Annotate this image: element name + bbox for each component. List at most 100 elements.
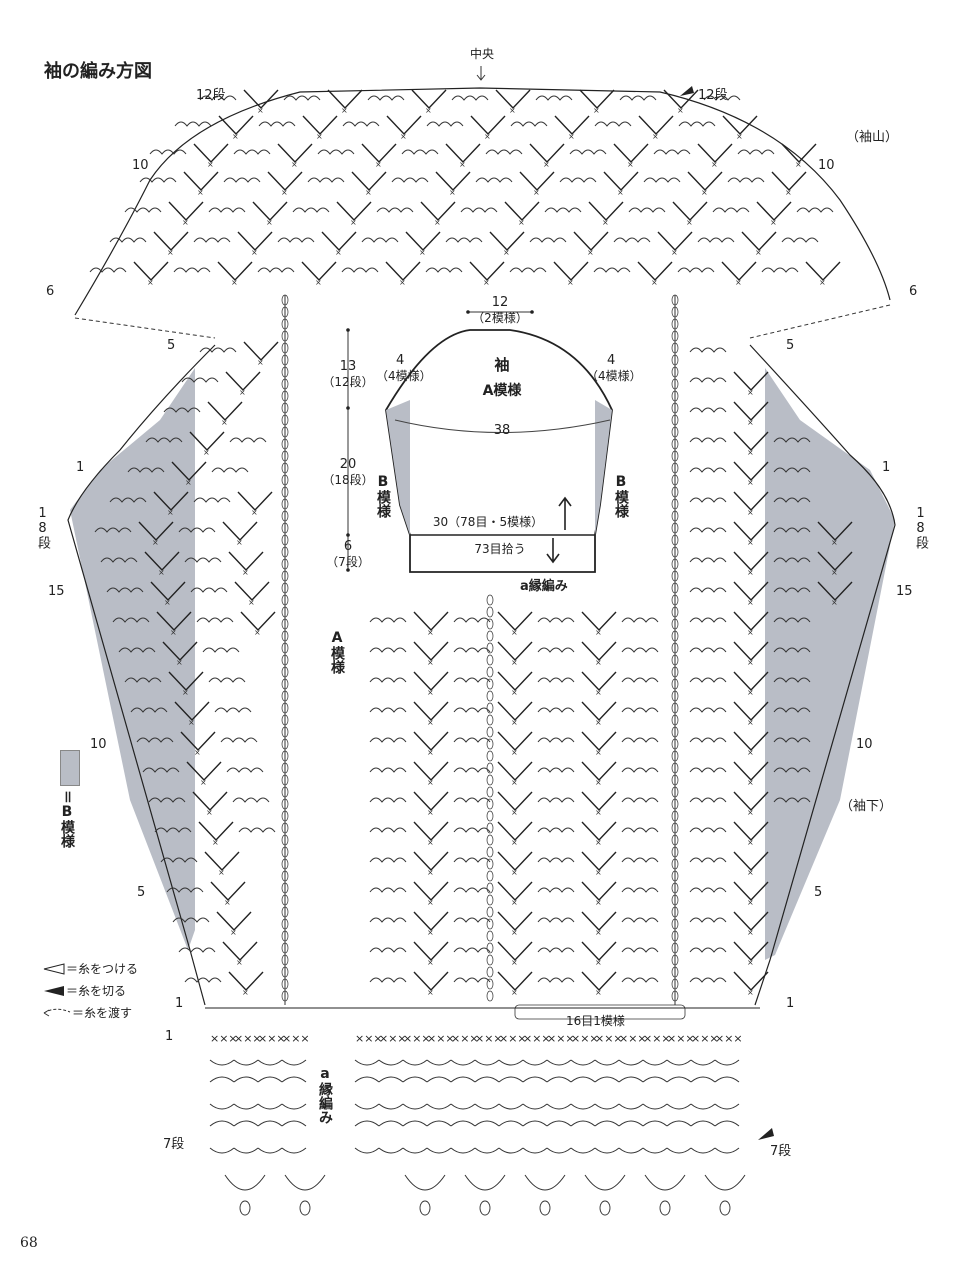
schem-cuff-width: 30（78目・5模様） xyxy=(432,515,544,529)
picot-scallop xyxy=(404,1174,446,1216)
svg-text:×: × xyxy=(595,838,602,847)
svg-text:×××: ××× xyxy=(571,1032,599,1045)
svg-text:×: × xyxy=(399,278,406,287)
svg-text:×: × xyxy=(203,448,210,457)
center-row-19: ××× xyxy=(369,911,659,937)
schem-b-left: B模様 xyxy=(375,474,391,518)
svg-text:×: × xyxy=(197,188,204,197)
schem-h3-sub: （7段） xyxy=(326,555,370,569)
svg-text:×: × xyxy=(251,248,258,257)
svg-text:×: × xyxy=(511,838,518,847)
cut-symbol-icon xyxy=(44,986,64,996)
picot-scallop xyxy=(224,1174,266,1216)
left-row-5: ×× xyxy=(109,491,273,517)
right-row-1: × xyxy=(689,371,769,397)
left-row-5b: 5 xyxy=(137,885,146,900)
schem-side-right-sub: （4模様） xyxy=(586,369,642,383)
svg-text:×: × xyxy=(266,218,273,227)
svg-text:×: × xyxy=(212,838,219,847)
schematic-38-arc xyxy=(394,419,611,433)
svg-text:×: × xyxy=(747,388,754,397)
left-row-17: × xyxy=(160,851,240,877)
right-row-18: 18段 xyxy=(913,506,928,549)
schem-h2-sub: （18段） xyxy=(322,473,374,487)
left-row-10a: 10 xyxy=(132,158,149,173)
svg-text:×: × xyxy=(232,132,239,141)
svg-text:×: × xyxy=(567,278,574,287)
svg-text:×: × xyxy=(427,718,434,727)
svg-text:×: × xyxy=(425,106,432,115)
svg-text:×: × xyxy=(335,248,342,257)
right-row-5b: 5 xyxy=(814,885,823,900)
svg-text:×××: ××× xyxy=(667,1032,695,1045)
right-row-1b: 1 xyxy=(786,996,795,1011)
svg-text:×: × xyxy=(511,808,518,817)
svg-text:×: × xyxy=(593,106,600,115)
left-row-13: × xyxy=(136,731,258,757)
svg-text:×: × xyxy=(819,278,826,287)
left-row-15: 15 xyxy=(48,584,65,599)
svg-text:×: × xyxy=(595,748,602,757)
svg-text:×: × xyxy=(747,988,754,997)
svg-text:×: × xyxy=(419,248,426,257)
center-row-13: ××× xyxy=(369,731,659,757)
schem-top-width: 12 xyxy=(491,295,509,310)
svg-text:×: × xyxy=(747,778,754,787)
schem-side-right: 4 xyxy=(607,353,616,368)
left-row-1: × xyxy=(181,371,261,397)
svg-text:×: × xyxy=(511,928,518,937)
right-side-outline xyxy=(749,344,896,1006)
left-row-1b: 1 xyxy=(175,996,184,1011)
svg-text:×: × xyxy=(221,418,228,427)
svg-text:×××: ××× xyxy=(355,1032,383,1045)
svg-text:×: × xyxy=(316,132,323,141)
svg-text:×: × xyxy=(701,188,708,197)
right-row-10: × xyxy=(689,641,811,667)
b-pattern-shade-left xyxy=(70,368,195,950)
left-row-19: × xyxy=(172,911,252,937)
left-row-10b: 10 xyxy=(90,737,107,752)
cap-row-2: ×××××××× xyxy=(149,143,817,169)
svg-text:×: × xyxy=(427,748,434,757)
svg-text:×: × xyxy=(194,748,201,757)
svg-text:×: × xyxy=(785,188,792,197)
svg-text:×: × xyxy=(602,218,609,227)
left-row-10: × xyxy=(118,641,240,667)
left-row-2: × xyxy=(163,401,243,427)
svg-text:×××: ××× xyxy=(258,1032,286,1045)
svg-text:×: × xyxy=(595,958,602,967)
svg-text:×: × xyxy=(831,568,838,577)
svg-text:×: × xyxy=(595,868,602,877)
svg-text:×: × xyxy=(375,160,382,169)
svg-text:×: × xyxy=(206,808,213,817)
right-row-3: × xyxy=(689,431,811,457)
right-row-1a: 1 xyxy=(882,460,891,475)
right-row-6: ×× xyxy=(689,521,853,547)
left-row-4: × xyxy=(127,461,249,487)
right-row-19: × xyxy=(689,911,769,937)
svg-text:×: × xyxy=(747,748,754,757)
svg-text:×: × xyxy=(176,658,183,667)
pattern-a-label: A模様 xyxy=(329,630,345,674)
svg-text:×××: ××× xyxy=(523,1032,551,1045)
svg-text:×: × xyxy=(291,160,298,169)
svg-text:×: × xyxy=(511,688,518,697)
svg-text:×: × xyxy=(568,132,575,141)
svg-text:×: × xyxy=(595,898,602,907)
svg-text:×: × xyxy=(257,358,264,367)
svg-text:×: × xyxy=(224,898,231,907)
svg-text:×××: ××× xyxy=(499,1032,527,1045)
schem-width-38: 38 xyxy=(493,423,511,438)
legend-symbols xyxy=(43,963,71,1017)
svg-text:×: × xyxy=(182,688,189,697)
cap-row-6: ××××××××× xyxy=(89,261,841,287)
svg-text:×: × xyxy=(595,778,602,787)
right-row-8: ×× xyxy=(689,581,853,607)
svg-text:×: × xyxy=(511,778,518,787)
svg-text:×: × xyxy=(595,718,602,727)
svg-text:×: × xyxy=(617,188,624,197)
svg-text:×: × xyxy=(711,160,718,169)
right-row-10a: 10 xyxy=(818,158,835,173)
svg-text:×: × xyxy=(511,658,518,667)
